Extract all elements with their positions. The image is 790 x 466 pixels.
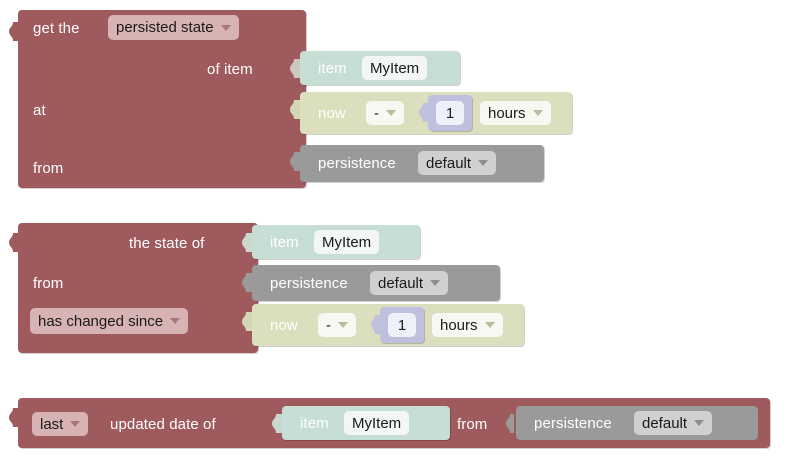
output-plug-icon bbox=[9, 408, 19, 430]
persistence-block[interactable]: persistence default bbox=[514, 404, 760, 442]
number-input[interactable]: 1 bbox=[436, 101, 464, 125]
inline-label-from: from bbox=[457, 416, 488, 433]
chevron-down-icon bbox=[70, 421, 81, 427]
dropdown-persistence-service[interactable]: default bbox=[634, 411, 713, 435]
number-value: 1 bbox=[445, 104, 455, 122]
chevron-down-icon bbox=[484, 322, 495, 328]
chevron-down-icon bbox=[170, 318, 181, 324]
persistence-label: persistence bbox=[270, 275, 348, 292]
item-name-input[interactable]: MyItem bbox=[362, 56, 428, 80]
persistence-label: persistence bbox=[534, 415, 612, 432]
block-group-last-updated-date: last updated date of item MyItem from pe… bbox=[0, 390, 790, 460]
unit-value: hours bbox=[488, 104, 526, 122]
row-label-from: from bbox=[33, 160, 64, 177]
item-block[interactable]: item MyItem bbox=[282, 406, 450, 440]
chevron-down-icon bbox=[532, 110, 543, 116]
dropdown-operator[interactable]: - bbox=[366, 101, 404, 125]
item-label: item bbox=[318, 60, 347, 77]
item-label: item bbox=[270, 234, 299, 251]
dropdown-unit[interactable]: hours bbox=[432, 313, 503, 337]
math-number-block[interactable]: 1 bbox=[380, 307, 424, 343]
datetime-offset-block[interactable]: now - 1 hours bbox=[300, 92, 572, 134]
chevron-down-icon bbox=[338, 322, 348, 328]
unit-value: hours bbox=[440, 316, 478, 334]
number-value: 1 bbox=[397, 316, 407, 334]
row-label-of-item: of item bbox=[207, 61, 253, 78]
datetime-offset-block[interactable]: now - 1 hours bbox=[252, 304, 524, 346]
chevron-down-icon bbox=[220, 24, 231, 31]
dropdown-value: last bbox=[40, 415, 64, 433]
chevron-down-icon bbox=[478, 160, 489, 166]
persistence-block[interactable]: persistence default bbox=[300, 145, 544, 182]
item-name-input[interactable]: MyItem bbox=[344, 411, 410, 435]
item-block[interactable]: item MyItem bbox=[252, 225, 420, 259]
number-input[interactable]: 1 bbox=[388, 313, 416, 337]
block-group-get-persisted-state: get the persisted state of item item MyI… bbox=[0, 0, 572, 200]
math-number-block[interactable]: 1 bbox=[428, 95, 472, 131]
chevron-down-icon bbox=[430, 280, 441, 286]
chevron-down-icon bbox=[694, 420, 705, 426]
dropdown-last-first[interactable]: last bbox=[32, 412, 89, 436]
item-name-input[interactable]: MyItem bbox=[314, 230, 380, 254]
block-group-state-changed: the state of item MyItem from persistenc… bbox=[0, 215, 580, 360]
inline-label-updated-date-of: updated date of bbox=[110, 416, 216, 433]
operator-value: - bbox=[374, 104, 379, 122]
persistence-block[interactable]: persistence default bbox=[252, 265, 500, 301]
operator-value: - bbox=[326, 316, 331, 334]
now-label: now bbox=[318, 105, 346, 122]
persistence-value: default bbox=[642, 414, 688, 432]
dropdown-operator[interactable]: - bbox=[318, 313, 356, 337]
row-label-the-state-of: the state of bbox=[129, 235, 205, 252]
item-name-value: MyItem bbox=[322, 233, 372, 251]
output-plug-icon bbox=[9, 233, 19, 255]
dropdown-change-condition[interactable]: has changed since bbox=[30, 308, 189, 334]
persistence-value: default bbox=[378, 274, 424, 292]
row-label-get-the: get the bbox=[33, 20, 80, 37]
dropdown-unit[interactable]: hours bbox=[480, 101, 551, 125]
dropdown-persistence-service[interactable]: default bbox=[418, 151, 497, 175]
persistence-label: persistence bbox=[318, 155, 396, 172]
dropdown-persisted-state[interactable]: persisted state bbox=[108, 15, 239, 40]
row-label-at: at bbox=[33, 102, 46, 119]
output-plug-icon bbox=[9, 22, 19, 44]
row-label-from: from bbox=[33, 275, 64, 292]
item-name-value: MyItem bbox=[370, 59, 420, 77]
now-label: now bbox=[270, 317, 298, 334]
chevron-down-icon bbox=[386, 110, 396, 116]
dropdown-value: has changed since bbox=[38, 312, 164, 330]
item-label: item bbox=[300, 415, 329, 432]
item-name-value: MyItem bbox=[352, 414, 402, 432]
item-block[interactable]: item MyItem bbox=[300, 51, 460, 85]
dropdown-value: persisted state bbox=[116, 19, 214, 36]
persistence-value: default bbox=[426, 154, 472, 172]
dropdown-persistence-service[interactable]: default bbox=[370, 271, 449, 295]
